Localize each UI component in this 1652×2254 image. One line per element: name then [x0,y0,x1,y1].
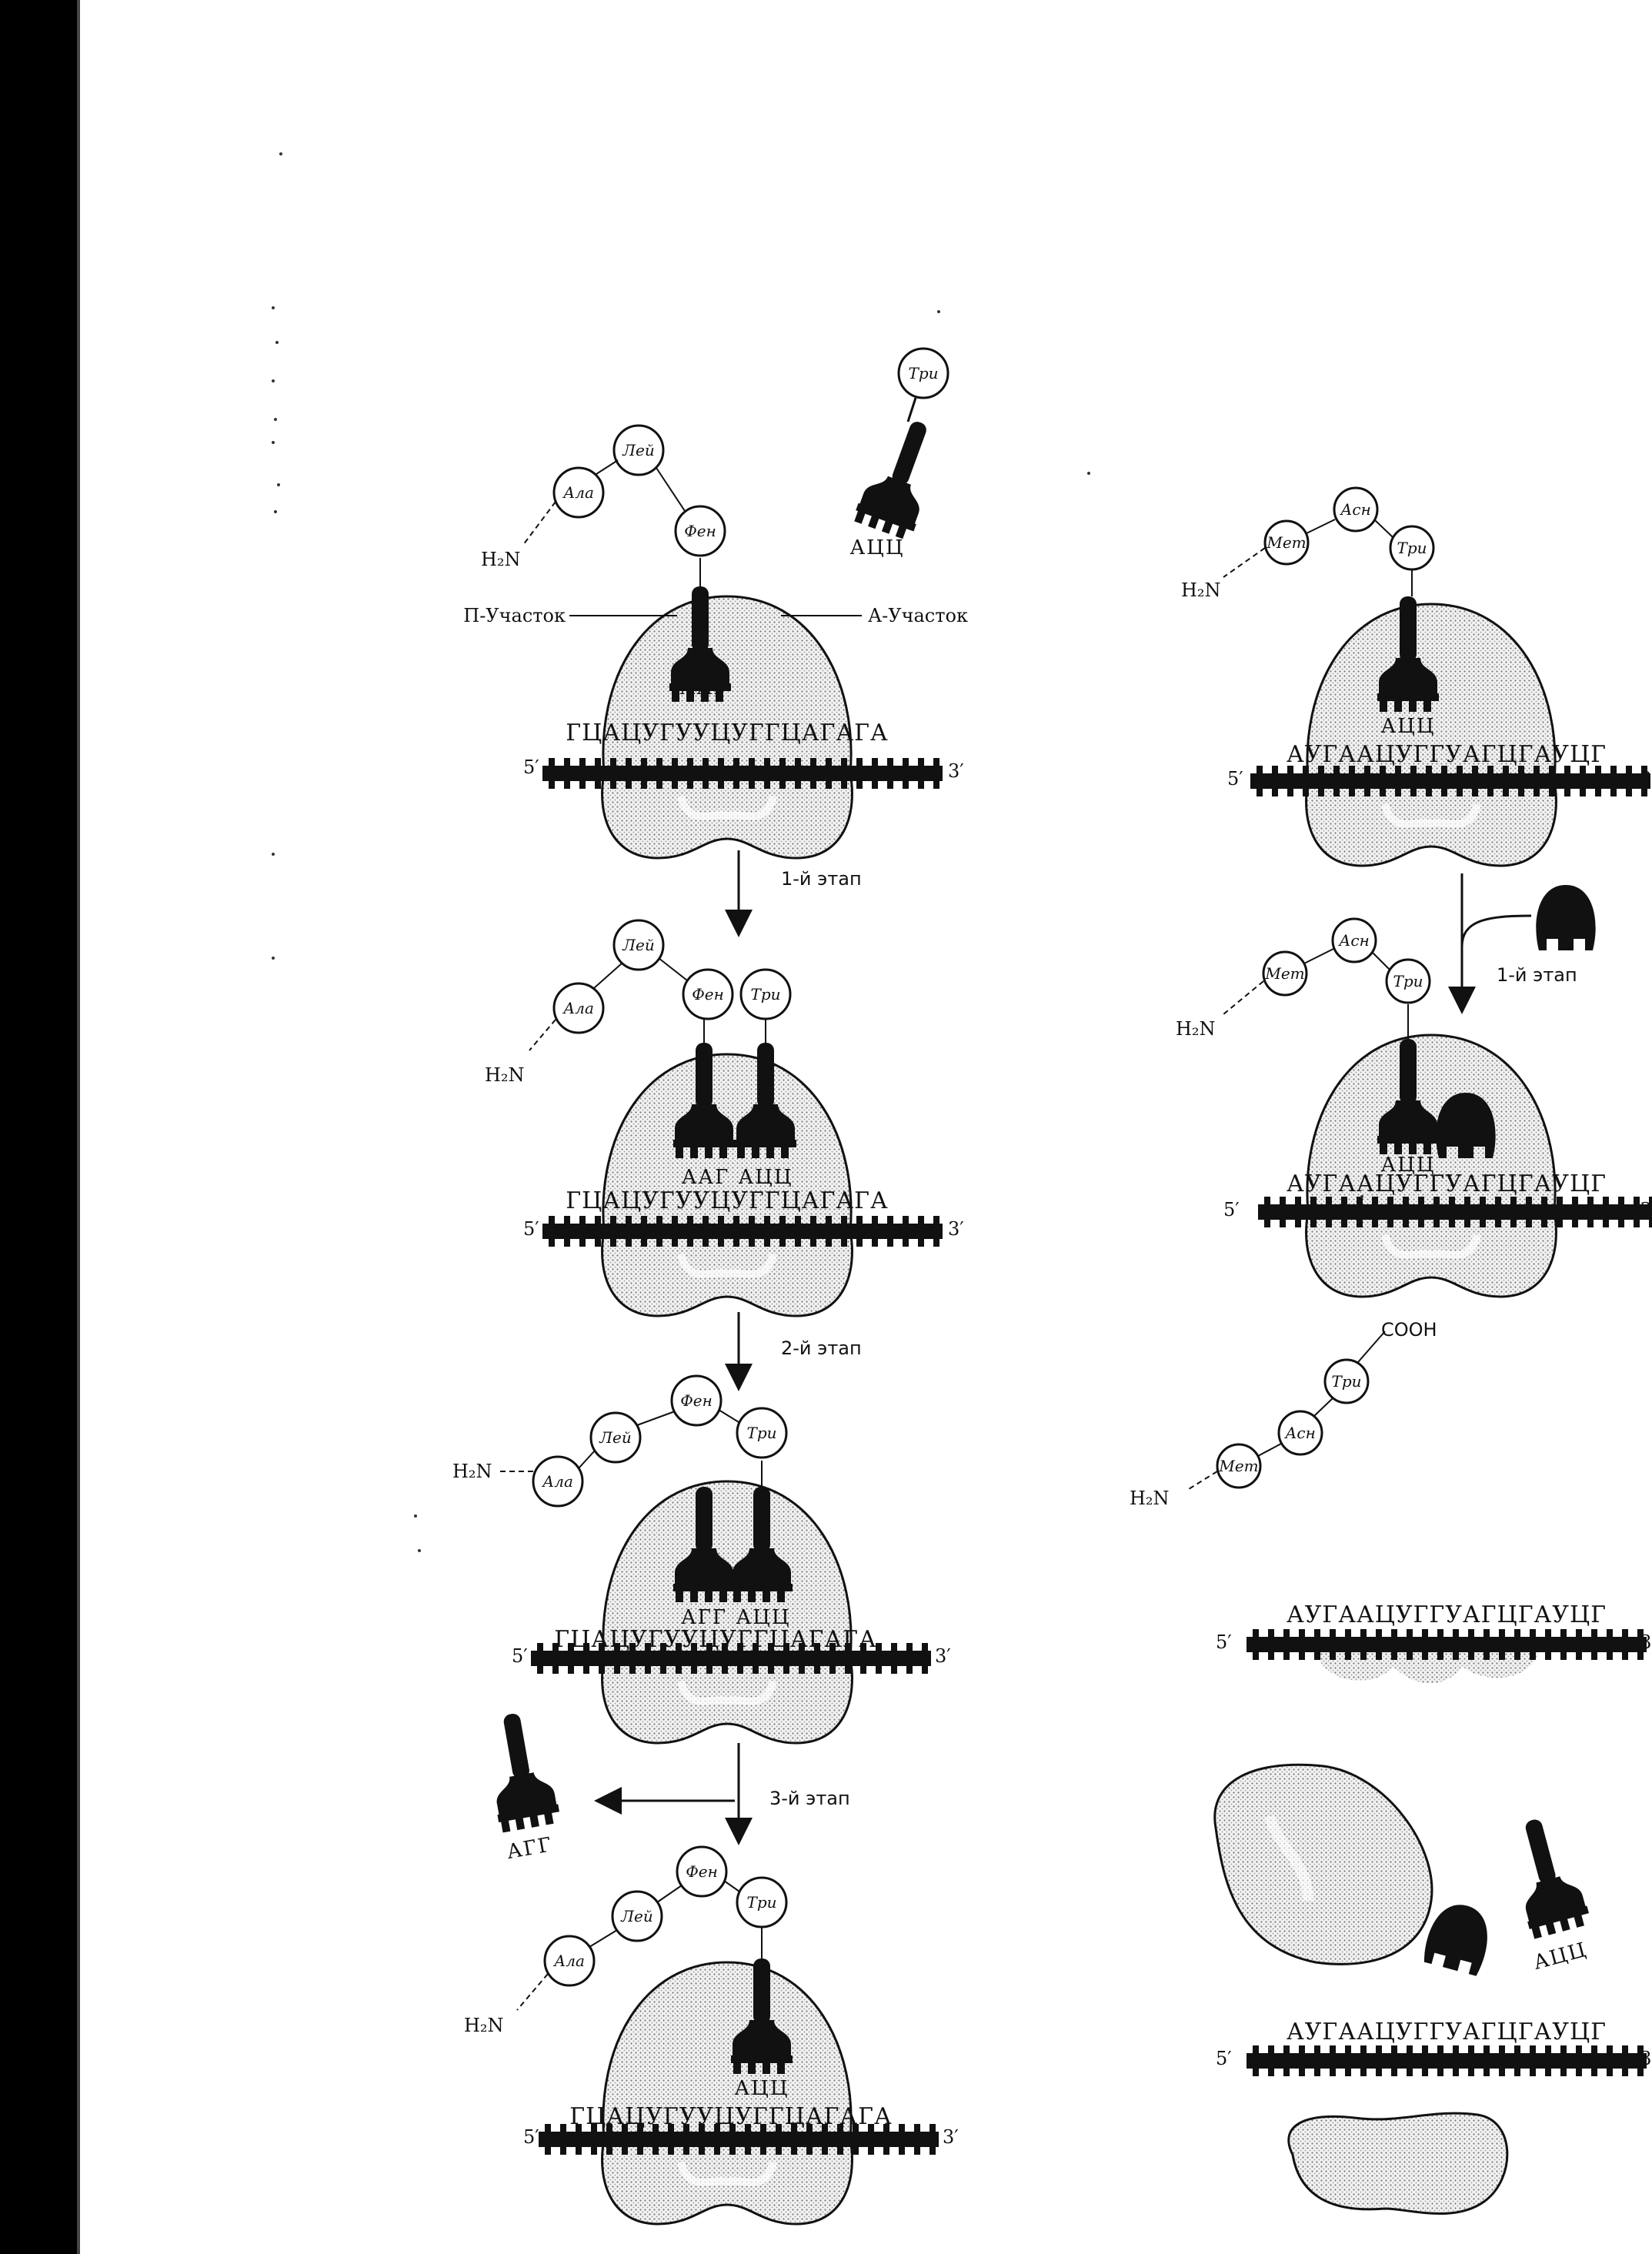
aa-tri: Три [1393,972,1423,990]
right-panel-1: АЦЦ АУГААЦУГГУАГЦГАУЦГ 5′ 3′ Мет Асн Три… [1181,486,1652,866]
mrna-sequence: АУГААЦУГГУАГЦГАУЦГ [1287,1170,1607,1197]
five-prime-label: 5′ [523,756,539,778]
five-prime-label: 5′ [523,1218,539,1240]
aa-tri: Три [908,364,938,382]
aa-met: Мет [1218,1457,1258,1475]
aa-lei: Лей [620,1907,652,1925]
five-prime-label: 5′ [1216,1631,1232,1653]
left-step-1: 1-й этап [725,850,862,937]
aa-asn: Асн [1337,931,1370,950]
aa-lei: Лей [622,441,654,459]
aa-asn: Асн [1339,500,1371,519]
five-prime-label: 5′ [1227,768,1243,790]
aa-fen: Фен [686,1862,718,1881]
scan-border [0,0,77,2254]
mrna-sequence: ГЦАЦУГУУЦУГГЦАГАГА [566,720,888,746]
left-step-2: 2-й этап [725,1312,862,1391]
scan-border-edge [77,0,80,2254]
three-prime-label: 3′ [1640,2048,1652,2069]
scan-specks [272,152,1363,1552]
left-panel-4: АЦЦ ГЦАЦУГУУЦУГГЦАГАГА 5′ 3′ Ала Лей Фен… [464,1845,959,2224]
released-anticodon-agg: АГГ [505,1833,554,1864]
right-panel-dissociation: АЦЦ АУГААЦУГГУАГЦГАУЦГ 5′ 3′ [1213,1763,1652,2216]
five-prime-label: 5′ [1223,1199,1240,1220]
right-released-peptide: Мет Асн Три COOH H₂N [1130,1319,1437,1509]
aa-fen: Фен [684,522,716,540]
mrna-sequence: АУГААЦУГГУАГЦГАУЦГ [1287,741,1607,768]
step-2-label: 2-й этап [781,1337,862,1359]
right-panel-free-mrna: АУГААЦУГГУАГЦГАУЦГ 5′ 3′ [1216,1601,1652,1684]
left-panel-2: ААГ АЦЦ ГЦАЦУГУУЦУГГЦАГАГА 5′ 3′ Ала Лей… [485,919,964,1316]
three-prime-label: 3′ [935,1645,951,1667]
h2n-label: H₂N [485,1064,525,1086]
aa-met: Мет [1264,964,1304,983]
aa-fen: Фен [692,985,724,1003]
aa-met: Мет [1266,533,1306,552]
h2n-label: H₂N [1181,579,1221,601]
p-site-label: П-Участок [463,605,566,626]
anticodon-agg: АГГ [681,1606,727,1629]
h2n-label: H₂N [1176,1018,1216,1040]
mrna-sequence: АУГААЦУГГУАГЦГАУЦГ [1287,2019,1607,2045]
left-step-3: 3-й этап АГГ [480,1708,850,1864]
cooh-label: COOH [1381,1319,1437,1341]
three-prime-label: 3′ [1640,768,1652,790]
anticodon-aag: ААГ [682,1166,730,1189]
aa-ala: Ала [552,1952,585,1970]
mrna-sequence: ГЦАЦУГУУЦУГГЦАГАГА [569,2103,892,2130]
h2n-label: H₂N [481,549,521,570]
three-prime-label: 3′ [948,760,964,782]
step-3-label: 3-й этап [769,1788,850,1809]
mrna-sequence: ГЦАЦУГУУЦУГГЦАГАГА [566,1187,888,1214]
aa-tri: Три [746,1893,776,1912]
anticodon-acc: АЦЦ [1380,715,1435,738]
five-prime-label: 5′ [523,2126,539,2148]
anticodon-acc: АЦЦ [736,1606,790,1629]
right-step-1-label: 1-й этап [1497,964,1577,986]
aa-lei: Лей [599,1428,631,1447]
aa-tri: Три [750,985,780,1003]
anticodon-acc: АЦЦ [849,536,904,559]
aa-fen: Фен [680,1391,713,1410]
aa-ala: Ала [562,483,594,502]
mrna-sequence: ГЦАЦУГУУЦУГГЦАГАГА [554,1626,876,1653]
three-prime-label: 3′ [943,2126,959,2148]
left-panel-3: АГГ АЦЦ ГЦАЦУГУУЦУГГЦАГАГА 5′ 3′ Ала Лей… [452,1374,951,1743]
released-anticodon-acc: АЦЦ [1531,1938,1590,1975]
step-1-label: 1-й этап [781,868,862,890]
aa-lei: Лей [622,936,654,954]
h2n-label: H₂N [1130,1488,1170,1509]
aa-tri: Три [1331,1372,1361,1391]
aa-ala: Ала [562,999,594,1017]
anticodon-acc: АЦЦ [738,1166,793,1189]
anticodon-aag: ААГ [680,676,729,700]
three-prime-label: 3′ [1640,1199,1652,1220]
h2n-label: H₂N [464,2015,504,2036]
left-panel-1: ААГ ГЦАЦУГУУЦУГГЦАГАГА 5′ 3′ П-Участок А… [463,347,968,858]
aa-tri: Три [1397,539,1427,557]
anticodon-acc: АЦЦ [1380,1154,1435,1177]
right-panel-2: АЦЦ АУГААЦУГГУАГЦГАУЦГ 5′ 3′ Мет Асн Три… [1176,917,1652,1297]
aa-asn: Асн [1283,1424,1316,1442]
three-prime-label: 3′ [948,1218,964,1240]
three-prime-label: 3′ [1640,1631,1652,1653]
a-site-label: А-Участок [868,605,968,626]
right-step-1: 1-й этап [1448,873,1596,1014]
five-prime-label: 5′ [1216,2048,1232,2069]
five-prime-label: 5′ [512,1645,528,1667]
mrna-sequence: АУГААЦУГГУАГЦГАУЦГ [1287,1601,1607,1628]
anticodon-acc: АЦЦ [734,2077,789,2100]
h2n-label: H₂N [452,1461,492,1482]
aa-ala: Ала [541,1472,573,1491]
aa-tri: Три [746,1424,776,1442]
